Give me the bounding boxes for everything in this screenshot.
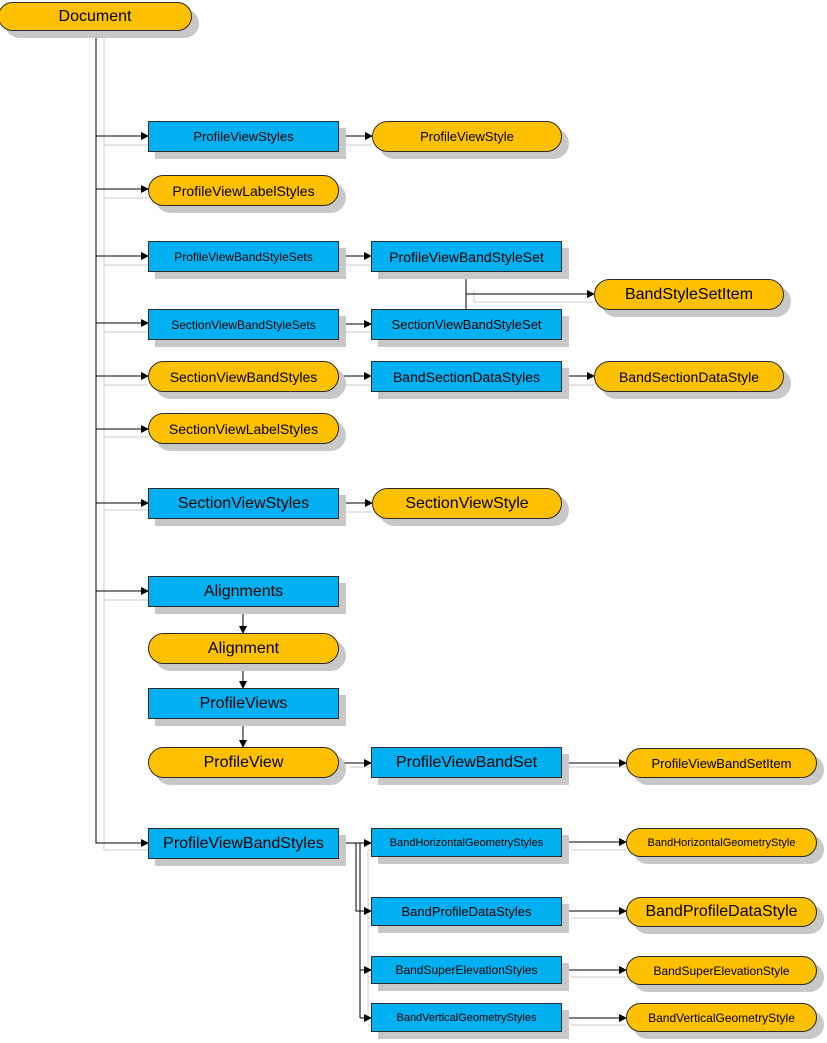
node-section-view-style: SectionViewStyle bbox=[372, 488, 562, 519]
edge-bandstyles-trunk bbox=[338, 842, 361, 1018]
node-section-view-label-styles: SectionViewLabelStyles bbox=[148, 413, 339, 444]
node-band-section-data-style: BandSectionDataStyle bbox=[594, 361, 784, 392]
node-band-profile-data-style: BandProfileDataStyle bbox=[626, 897, 817, 927]
node-profile-view-band-set: ProfileViewBandSet bbox=[371, 747, 562, 778]
root-trunk bbox=[95, 30, 149, 847]
node-profile-view-label-styles: ProfileViewLabelStyles bbox=[148, 175, 339, 206]
node-profile-view-band-style-sets: ProfileViewBandStyleSets bbox=[148, 241, 339, 272]
node-document: Document bbox=[0, 2, 192, 31]
node-alignments: Alignments bbox=[148, 576, 339, 607]
node-profile-view-band-set-item: ProfileViewBandSetItem bbox=[626, 748, 817, 778]
node-band-horizontal-geometry-style: BandHorizontalGeometryStyle bbox=[626, 828, 817, 857]
node-profile-view-styles: ProfileViewStyles bbox=[148, 121, 339, 152]
node-profile-view-band-style-set: ProfileViewBandStyleSet bbox=[371, 241, 562, 272]
node-band-style-set-item: BandStyleSetItem bbox=[594, 279, 784, 310]
node-band-horizontal-geometry-styles: BandHorizontalGeometryStyles bbox=[371, 828, 562, 857]
node-band-super-elevation-styles: BandSuperElevationStyles bbox=[371, 956, 562, 984]
connector-lines bbox=[95, 30, 627, 1022]
node-band-super-elevation-style: BandSuperElevationStyle bbox=[626, 956, 817, 985]
node-section-view-band-style-set: SectionViewBandStyleSet bbox=[371, 309, 562, 340]
node-section-view-band-styles: SectionViewBandStyles bbox=[148, 361, 339, 392]
node-profile-view-style: ProfileViewStyle bbox=[372, 121, 562, 152]
node-band-vertical-geometry-styles: BandVerticalGeometryStyles bbox=[371, 1003, 562, 1032]
node-section-view-styles: SectionViewStyles bbox=[148, 488, 339, 519]
node-band-profile-data-styles: BandProfileDataStyles bbox=[371, 897, 562, 926]
node-profile-views: ProfileViews bbox=[148, 688, 339, 719]
node-section-view-band-style-sets: SectionViewBandStyleSets bbox=[148, 309, 339, 340]
node-alignment: Alignment bbox=[148, 633, 339, 664]
node-profile-view: ProfileView bbox=[148, 747, 339, 778]
node-profile-view-band-styles: ProfileViewBandStyles bbox=[148, 828, 339, 859]
edge-bandstyles-profiledata bbox=[355, 843, 372, 915]
node-band-vertical-geometry-style: BandVerticalGeometryStyle bbox=[626, 1003, 817, 1032]
node-band-section-data-styles: BandSectionDataStyles bbox=[371, 361, 562, 392]
